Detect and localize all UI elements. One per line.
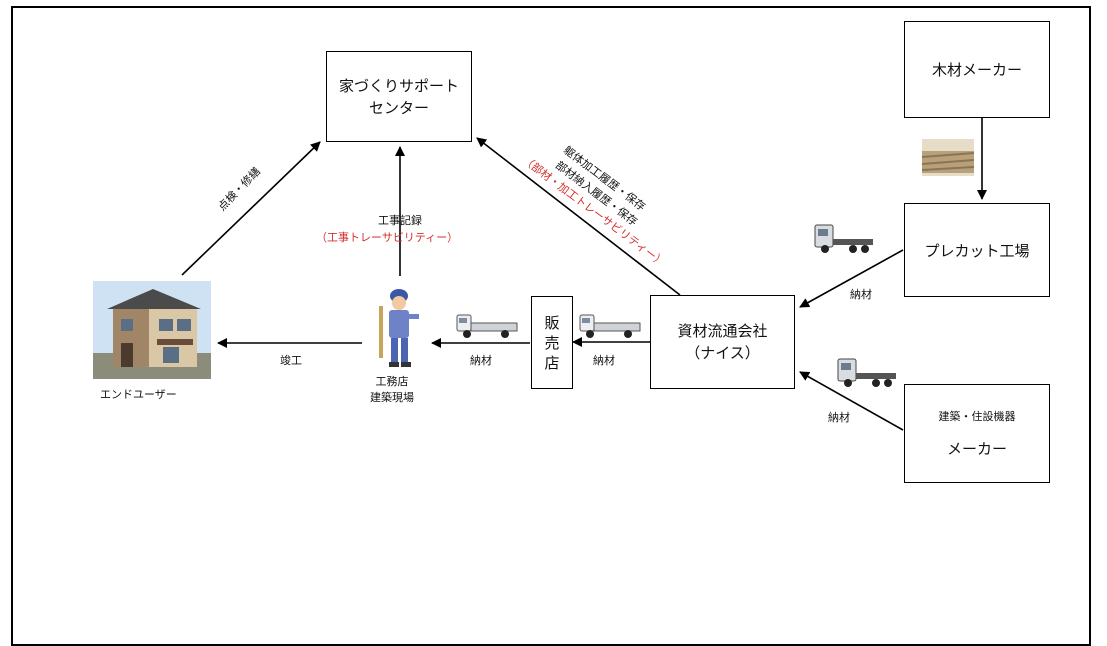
delivery-label-equipment: 納材 [828, 411, 850, 424]
end-user-label: エンドユーザー [100, 388, 177, 401]
truck-image-precut [814, 224, 873, 253]
precut-factory-label: プレカット工場 [924, 241, 1030, 260]
truck-image-retailer [456, 314, 518, 338]
delivery-label-precut: 納材 [850, 288, 872, 301]
lumber-image [922, 139, 974, 176]
wood-maker-box: 木材メーカー [904, 21, 1050, 118]
builder-line2: 建築現場 [370, 391, 414, 404]
delivery-label-builder: 納材 [470, 354, 492, 367]
arrow-distributor-to-center [476, 137, 681, 296]
house-image [93, 281, 211, 379]
builder-label: 工務店 建築現場 [370, 374, 414, 406]
completion-label: 竣工 [280, 354, 302, 367]
support-center-line1: 家づくりサポート [338, 76, 459, 95]
wood-maker-label: 木材メーカー [931, 61, 1022, 79]
construction-record-label: 工事記録 [378, 214, 422, 227]
equipment-maker-box: 建築・住設機器 メーカー [904, 384, 1050, 483]
truck-image-distributor [579, 314, 641, 338]
precut-factory-box: プレカット工場 [904, 203, 1050, 297]
diagram-canvas: 家づくりサポート センター 木材メーカー プレカット工場 資材流通会社 （ナイス… [11, 6, 1091, 646]
distributor-line2: （ナイス） [685, 344, 760, 362]
builder-line1: 工務店 [375, 375, 409, 388]
equipment-maker-main-label: メーカー [946, 440, 1007, 458]
distributor-box: 資材流通会社 （ナイス） [650, 295, 795, 389]
connector-lines [181, 118, 987, 431]
arrow-enduser-to-center [181, 141, 321, 276]
worker-image [379, 289, 419, 367]
retailer-char3: 店 [544, 353, 560, 372]
arrow-precut-to-distributor [799, 249, 904, 308]
equipment-maker-small-label: 建築・住設機器 [938, 410, 1016, 423]
retailer-box: 販 売 店 [531, 296, 573, 389]
truck-image-equipment [837, 358, 896, 387]
retailer-char1: 販 [544, 313, 560, 332]
arrow-equipment-to-distributor [799, 371, 904, 431]
support-center-box: 家づくりサポート センター [326, 51, 472, 142]
retailer-char2: 売 [544, 333, 560, 352]
delivery-label-retailer: 納材 [593, 354, 615, 367]
distributor-line1: 資材流通会社 [677, 322, 768, 340]
support-center-line2: センター [368, 98, 429, 117]
construction-trace-label: （工事トレーサビリティー） [316, 231, 459, 244]
